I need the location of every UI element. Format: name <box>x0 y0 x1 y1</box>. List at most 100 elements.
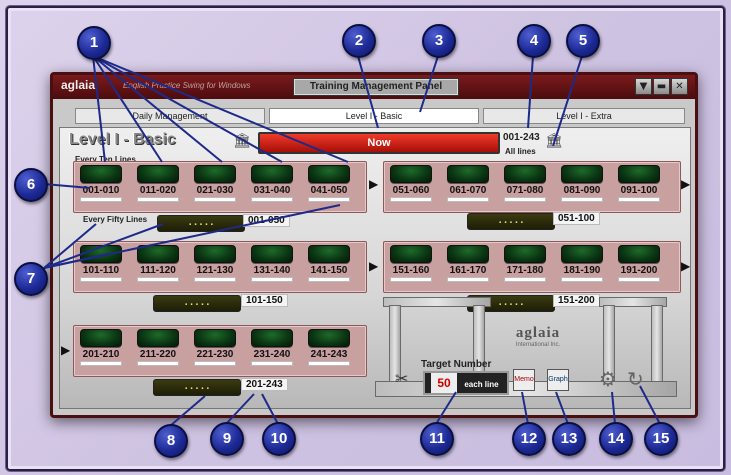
range-button[interactable]: 141-150 <box>306 245 352 282</box>
dropdown-icon[interactable]: ▼ <box>635 78 652 95</box>
range-label: 141-150 <box>310 265 348 276</box>
range-label: 221-230 <box>196 349 234 360</box>
range-button[interactable]: 171-180 <box>502 245 548 282</box>
progress-bar <box>80 277 122 282</box>
range-button[interactable]: 131-140 <box>249 245 295 282</box>
callout-11: 11 <box>420 422 454 456</box>
outer-frame <box>6 6 725 471</box>
range-button[interactable]: 001-010 <box>78 165 124 202</box>
gear-icon[interactable]: ⚙ <box>599 367 617 391</box>
arrow-right-icon: ▶ <box>681 177 691 191</box>
range-button[interactable]: 041-050 <box>306 165 352 202</box>
range-button[interactable]: 181-190 <box>559 245 605 282</box>
progress-bar <box>80 197 122 202</box>
range-button[interactable]: 081-090 <box>559 165 605 202</box>
progress-bar <box>504 277 546 282</box>
range-button[interactable]: 071-080 <box>502 165 548 202</box>
range-label: 101-110 <box>82 265 120 276</box>
fifty-display[interactable]: ..... <box>153 379 241 396</box>
range-label: 231-240 <box>253 349 291 360</box>
progress-bar <box>137 277 179 282</box>
group-001-050: 001-010 011-020 021-030 031-040 041-050 <box>73 161 367 213</box>
range-label: 111-120 <box>140 265 176 276</box>
memo-icon[interactable]: Memo <box>513 369 535 391</box>
all-lines-label: All lines <box>505 147 536 156</box>
range-button[interactable]: 221-230 <box>192 329 238 366</box>
range-button[interactable]: 021-030 <box>192 165 238 202</box>
range-label: 001-010 <box>82 185 120 196</box>
close-icon[interactable]: ✕ <box>671 78 688 95</box>
minimize-icon[interactable]: ▬ <box>653 78 670 95</box>
graph-icon[interactable]: Graph <box>547 369 569 391</box>
led-indicator <box>251 329 293 347</box>
group-151-200: 151-160 161-170 171-180 181-190 191-200 <box>383 241 681 293</box>
progress-bar <box>137 197 179 202</box>
refresh-icon[interactable]: ↻ <box>627 367 644 391</box>
pillar-icon-right[interactable]: 🏛 <box>545 133 563 149</box>
group-101-150: 101-110 111-120 121-130 131-140 141-150 <box>73 241 367 293</box>
callout-12: 12 <box>512 422 546 456</box>
range-button[interactable]: 151-160 <box>388 245 434 282</box>
callout-9: 9 <box>210 422 244 456</box>
range-button[interactable]: 121-130 <box>192 245 238 282</box>
led-indicator <box>390 245 432 263</box>
led-indicator <box>447 245 489 263</box>
led-indicator <box>194 329 236 347</box>
brand-logo: aglaia <box>61 78 96 92</box>
range-label: 071-080 <box>506 185 544 196</box>
tab-level1-extra[interactable]: Level I - Extra <box>483 108 685 124</box>
range-button[interactable]: 211-220 <box>135 329 181 366</box>
range-label: 011-020 <box>139 185 177 196</box>
range-label: 181-190 <box>563 265 601 276</box>
range-label: 171-180 <box>506 265 544 276</box>
fifty-range-label: 101-150 <box>241 294 288 307</box>
tab-daily-management[interactable]: Daily Management <box>75 108 265 124</box>
now-button[interactable]: Now <box>258 132 500 154</box>
callout-14: 14 <box>599 422 633 456</box>
range-label: 131-140 <box>253 265 291 276</box>
range-button[interactable]: 161-170 <box>445 245 491 282</box>
tab-level1-basic[interactable]: Level I - Basic <box>269 108 479 124</box>
progress-bar <box>447 197 489 202</box>
led-indicator <box>80 165 122 183</box>
callout-10: 10 <box>262 422 296 456</box>
range-button[interactable]: 101-110 <box>78 245 124 282</box>
fifty-display[interactable]: ..... <box>467 213 555 230</box>
range-button[interactable]: 061-070 <box>445 165 491 202</box>
led-indicator <box>561 245 603 263</box>
range-button[interactable]: 201-210 <box>78 329 124 366</box>
range-label: 191-200 <box>620 265 658 276</box>
center-brand-name: aglaia <box>515 325 561 341</box>
range-button[interactable]: 241-243 <box>306 329 352 366</box>
led-indicator <box>504 165 546 183</box>
range-label: 051-060 <box>392 185 430 196</box>
callout-6: 6 <box>14 168 48 202</box>
progress-bar <box>447 277 489 282</box>
section-title: Level I - Basic <box>69 131 176 148</box>
column-right-b <box>651 305 663 383</box>
fifty-display[interactable]: ..... <box>157 215 245 232</box>
range-button[interactable]: 011-020 <box>135 165 181 202</box>
led-indicator <box>308 329 350 347</box>
fifty-display[interactable]: ..... <box>153 295 241 312</box>
range-button[interactable]: 031-040 <box>249 165 295 202</box>
target-number-box[interactable]: 50 each line <box>423 371 509 395</box>
progress-bar <box>308 197 350 202</box>
range-button[interactable]: 051-060 <box>388 165 434 202</box>
range-button[interactable]: 191-200 <box>616 245 662 282</box>
range-button[interactable]: 231-240 <box>249 329 295 366</box>
brand-subtitle: English Practice Swing for Windows <box>123 81 251 90</box>
target-unit: each line <box>464 380 499 389</box>
target-number-value[interactable]: 50 <box>431 373 457 393</box>
range-button[interactable]: 111-120 <box>135 245 181 282</box>
fifty-range-label: 051-100 <box>553 212 600 225</box>
led-indicator <box>308 165 350 183</box>
callout-4: 4 <box>517 24 551 58</box>
center-brand-sub: International Inc. <box>515 342 561 348</box>
group-051-100: 051-060 061-070 071-080 081-090 091-100 <box>383 161 681 213</box>
tools-icon[interactable]: ✂ <box>395 369 409 388</box>
arrow-right-icon: ▶ <box>681 259 691 273</box>
progress-bar <box>618 197 660 202</box>
range-button[interactable]: 091-100 <box>616 165 662 202</box>
arrow-right-icon: ▶ <box>369 259 379 273</box>
